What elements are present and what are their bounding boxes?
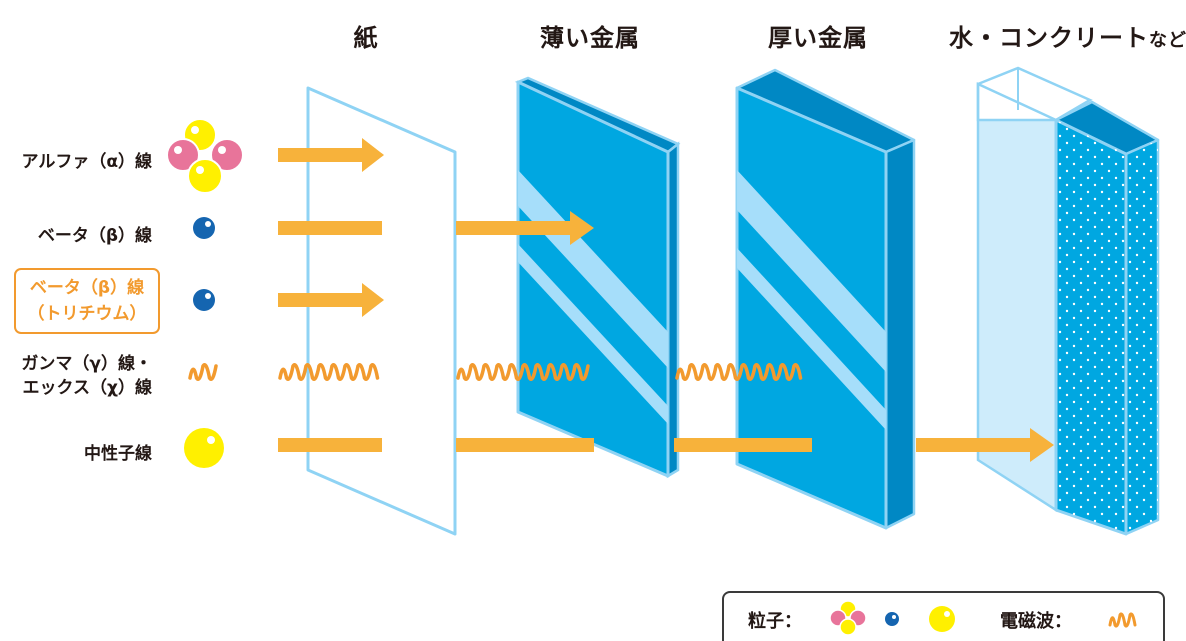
- legend-particles-label: 粒子：: [748, 611, 802, 632]
- legend-alpha-icon: [829, 600, 867, 636]
- label-neutron: 中性子線: [84, 444, 152, 464]
- thin-metal-plate: [514, 76, 681, 479]
- legend: 粒子： 電磁波：: [722, 591, 1165, 641]
- header-paper: 紙: [353, 24, 379, 52]
- tritium-line-2: （トリチウム）: [27, 304, 147, 324]
- alpha-arrow: [278, 138, 384, 172]
- gamma-line-2: エックス（χ）線: [22, 378, 152, 398]
- legend-neutron-icon: [929, 606, 955, 632]
- beta-tritium-particle-icon: [193, 289, 215, 311]
- header-water-concrete: 水・コンクリートなど: [949, 24, 1186, 52]
- beta-particle-icon: [193, 217, 215, 239]
- label-alpha: アルファ（α）線: [21, 152, 152, 172]
- alpha-particle-icon: [166, 118, 244, 194]
- label-beta-tritium: ベータ（β）線 （トリチウム）: [14, 268, 160, 334]
- gamma-line-1: ガンマ（γ）線・: [21, 354, 152, 374]
- beta-arrow: [278, 211, 594, 245]
- beta-tritium-arrow: [278, 283, 384, 317]
- tritium-line-1: ベータ（β）線: [29, 278, 145, 298]
- legend-em-wave-label: 電磁波：: [1000, 611, 1072, 632]
- header-thick-metal: 厚い金属: [768, 24, 868, 52]
- legend-icons: [829, 600, 1137, 636]
- header-thin-metal: 薄い金属: [540, 24, 640, 52]
- em-wave-icon: [188, 362, 218, 382]
- label-gamma-x: ガンマ（γ）線・ エックス（χ）線: [21, 352, 152, 400]
- thick-metal-plate: [735, 68, 916, 530]
- water-concrete-block: [976, 66, 1160, 536]
- neutron-particle-icon: [184, 428, 224, 468]
- legend-wave-icon: [1108, 612, 1137, 628]
- label-beta: ベータ（β）線: [37, 226, 152, 246]
- neutron-arrow: [278, 428, 1054, 462]
- paper-sheet: [306, 86, 457, 536]
- gamma-x-wave: [278, 362, 803, 382]
- legend-beta-icon: [885, 612, 899, 626]
